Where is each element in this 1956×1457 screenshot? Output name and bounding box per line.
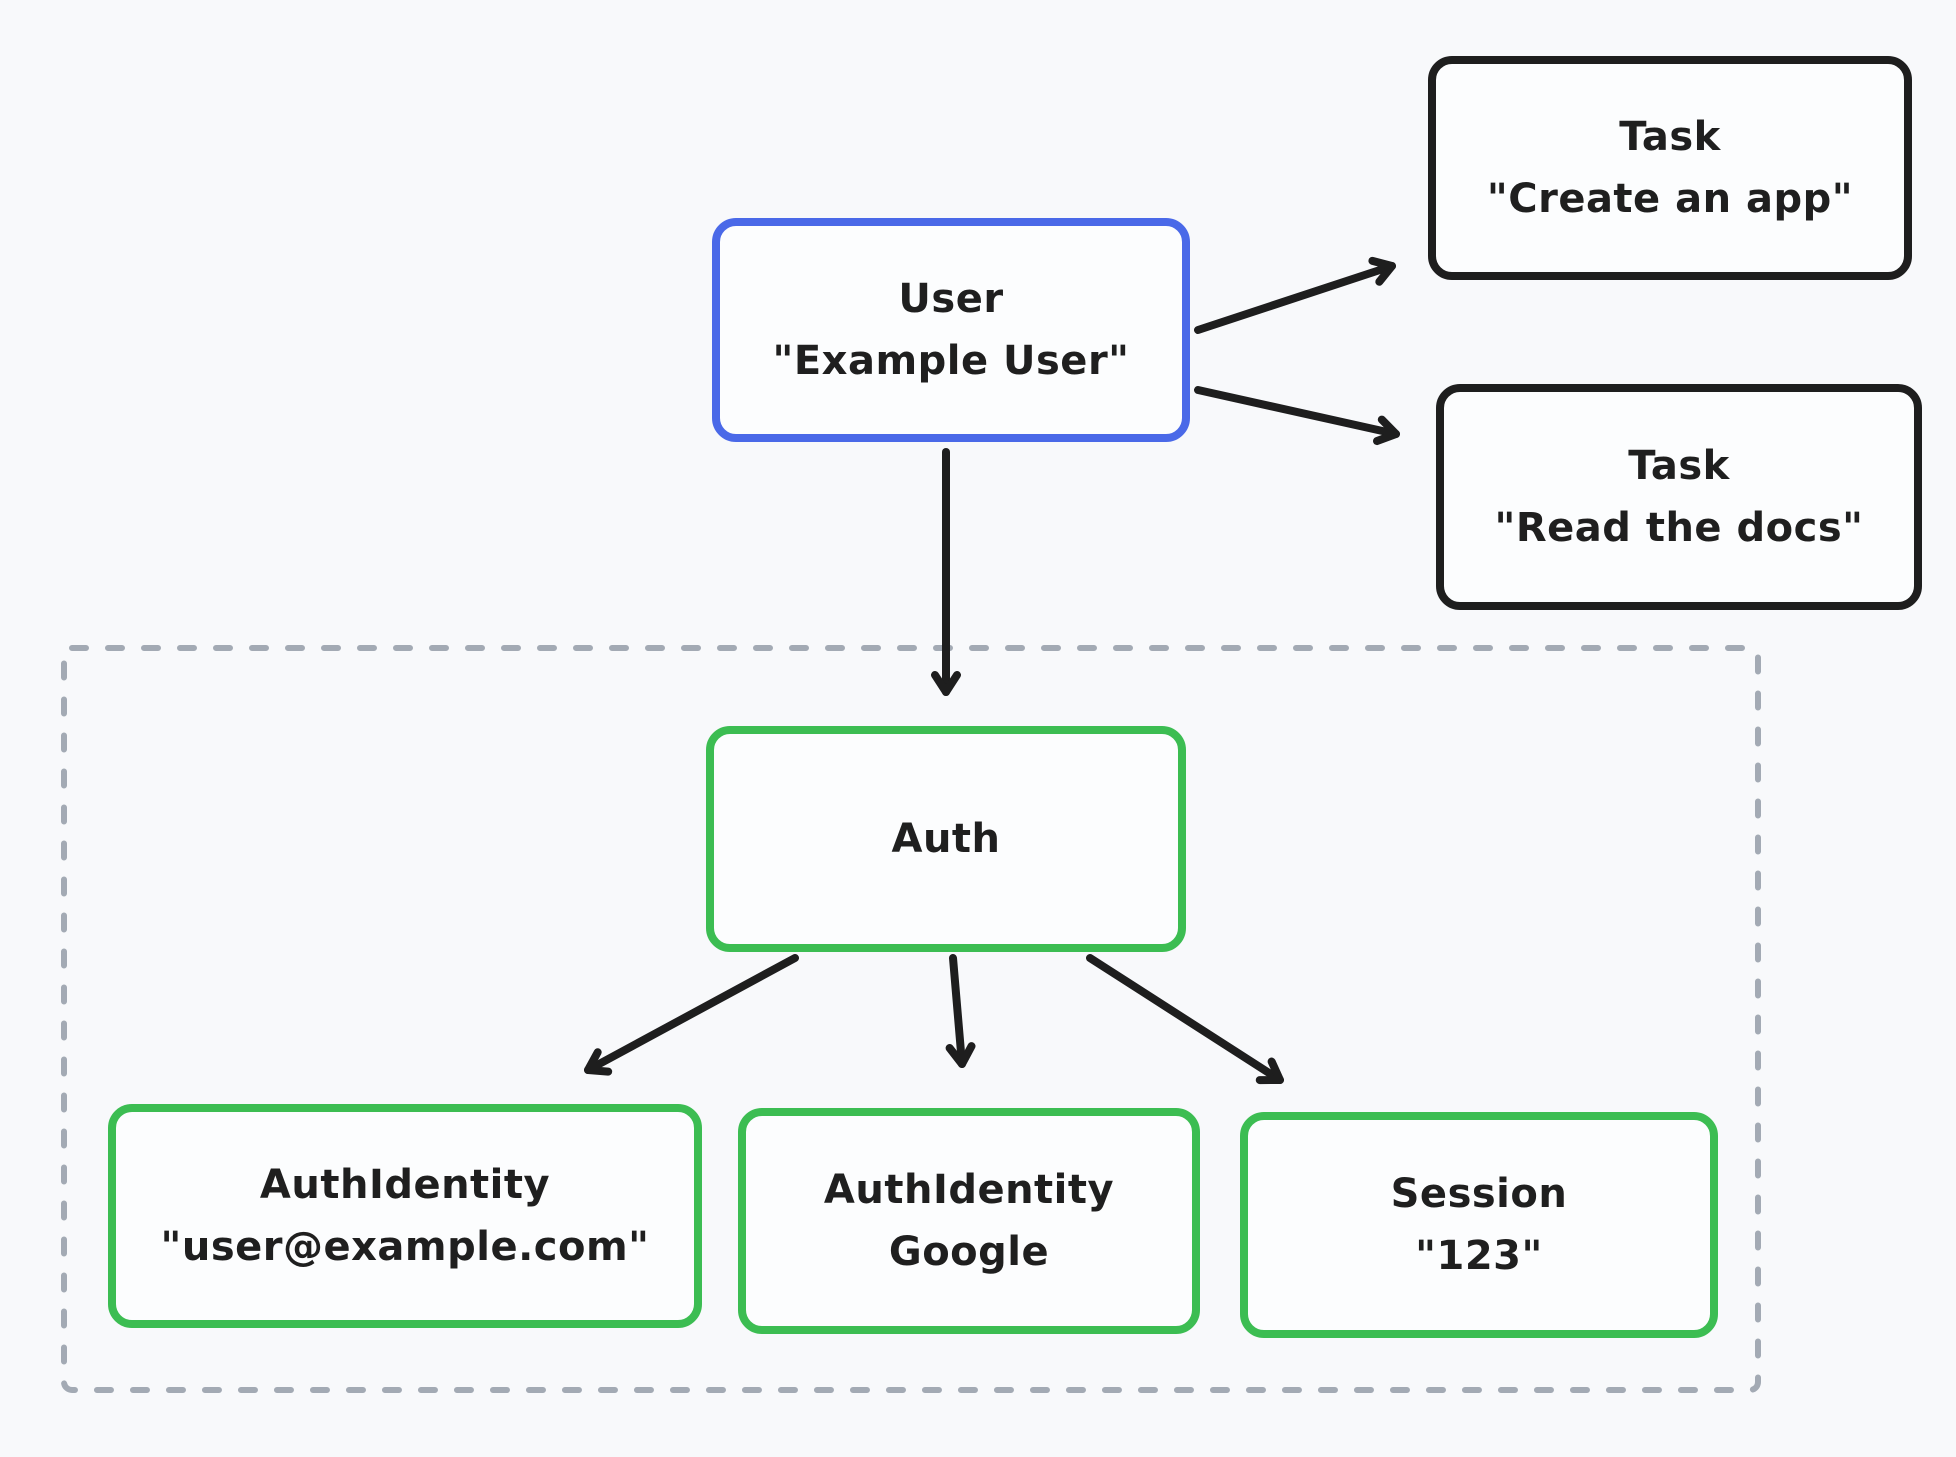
node-auth: Auth <box>706 726 1186 952</box>
node-task-create-subtitle: "Create an app" <box>1486 176 1854 222</box>
node-auth-identity-email-subtitle: "user@example.com" <box>160 1224 650 1270</box>
node-session: Session "123" <box>1240 1112 1718 1338</box>
node-auth-identity-google-subtitle: Google <box>888 1229 1050 1275</box>
edge-auth-identity-email <box>584 954 799 1076</box>
node-task-create: Task "Create an app" <box>1428 56 1912 280</box>
node-task-read-title: Task <box>1628 443 1730 489</box>
node-auth-title: Auth <box>891 816 1001 862</box>
auth-group-boundary <box>61 645 1761 1393</box>
node-auth-identity-email-title: AuthIdentity <box>259 1162 551 1208</box>
node-session-subtitle: "123" <box>1415 1233 1543 1279</box>
edge-user-task-create <box>1194 256 1396 334</box>
node-user: User "Example User" <box>712 218 1190 442</box>
edge-user-task-read <box>1194 386 1400 446</box>
edge-auth-identity-google <box>945 954 976 1068</box>
node-user-subtitle: "Example User" <box>772 338 1130 384</box>
node-user-title: User <box>898 276 1004 322</box>
node-task-create-title: Task <box>1619 114 1721 160</box>
node-task-read: Task "Read the docs" <box>1436 384 1922 610</box>
node-auth-identity-email: AuthIdentity "user@example.com" <box>108 1104 702 1328</box>
edge-auth-session <box>1086 954 1284 1085</box>
node-session-title: Session <box>1390 1171 1568 1217</box>
node-auth-identity-google-title: AuthIdentity <box>823 1167 1115 1213</box>
node-task-read-subtitle: "Read the docs" <box>1494 505 1864 551</box>
node-auth-identity-google: AuthIdentity Google <box>738 1108 1200 1334</box>
